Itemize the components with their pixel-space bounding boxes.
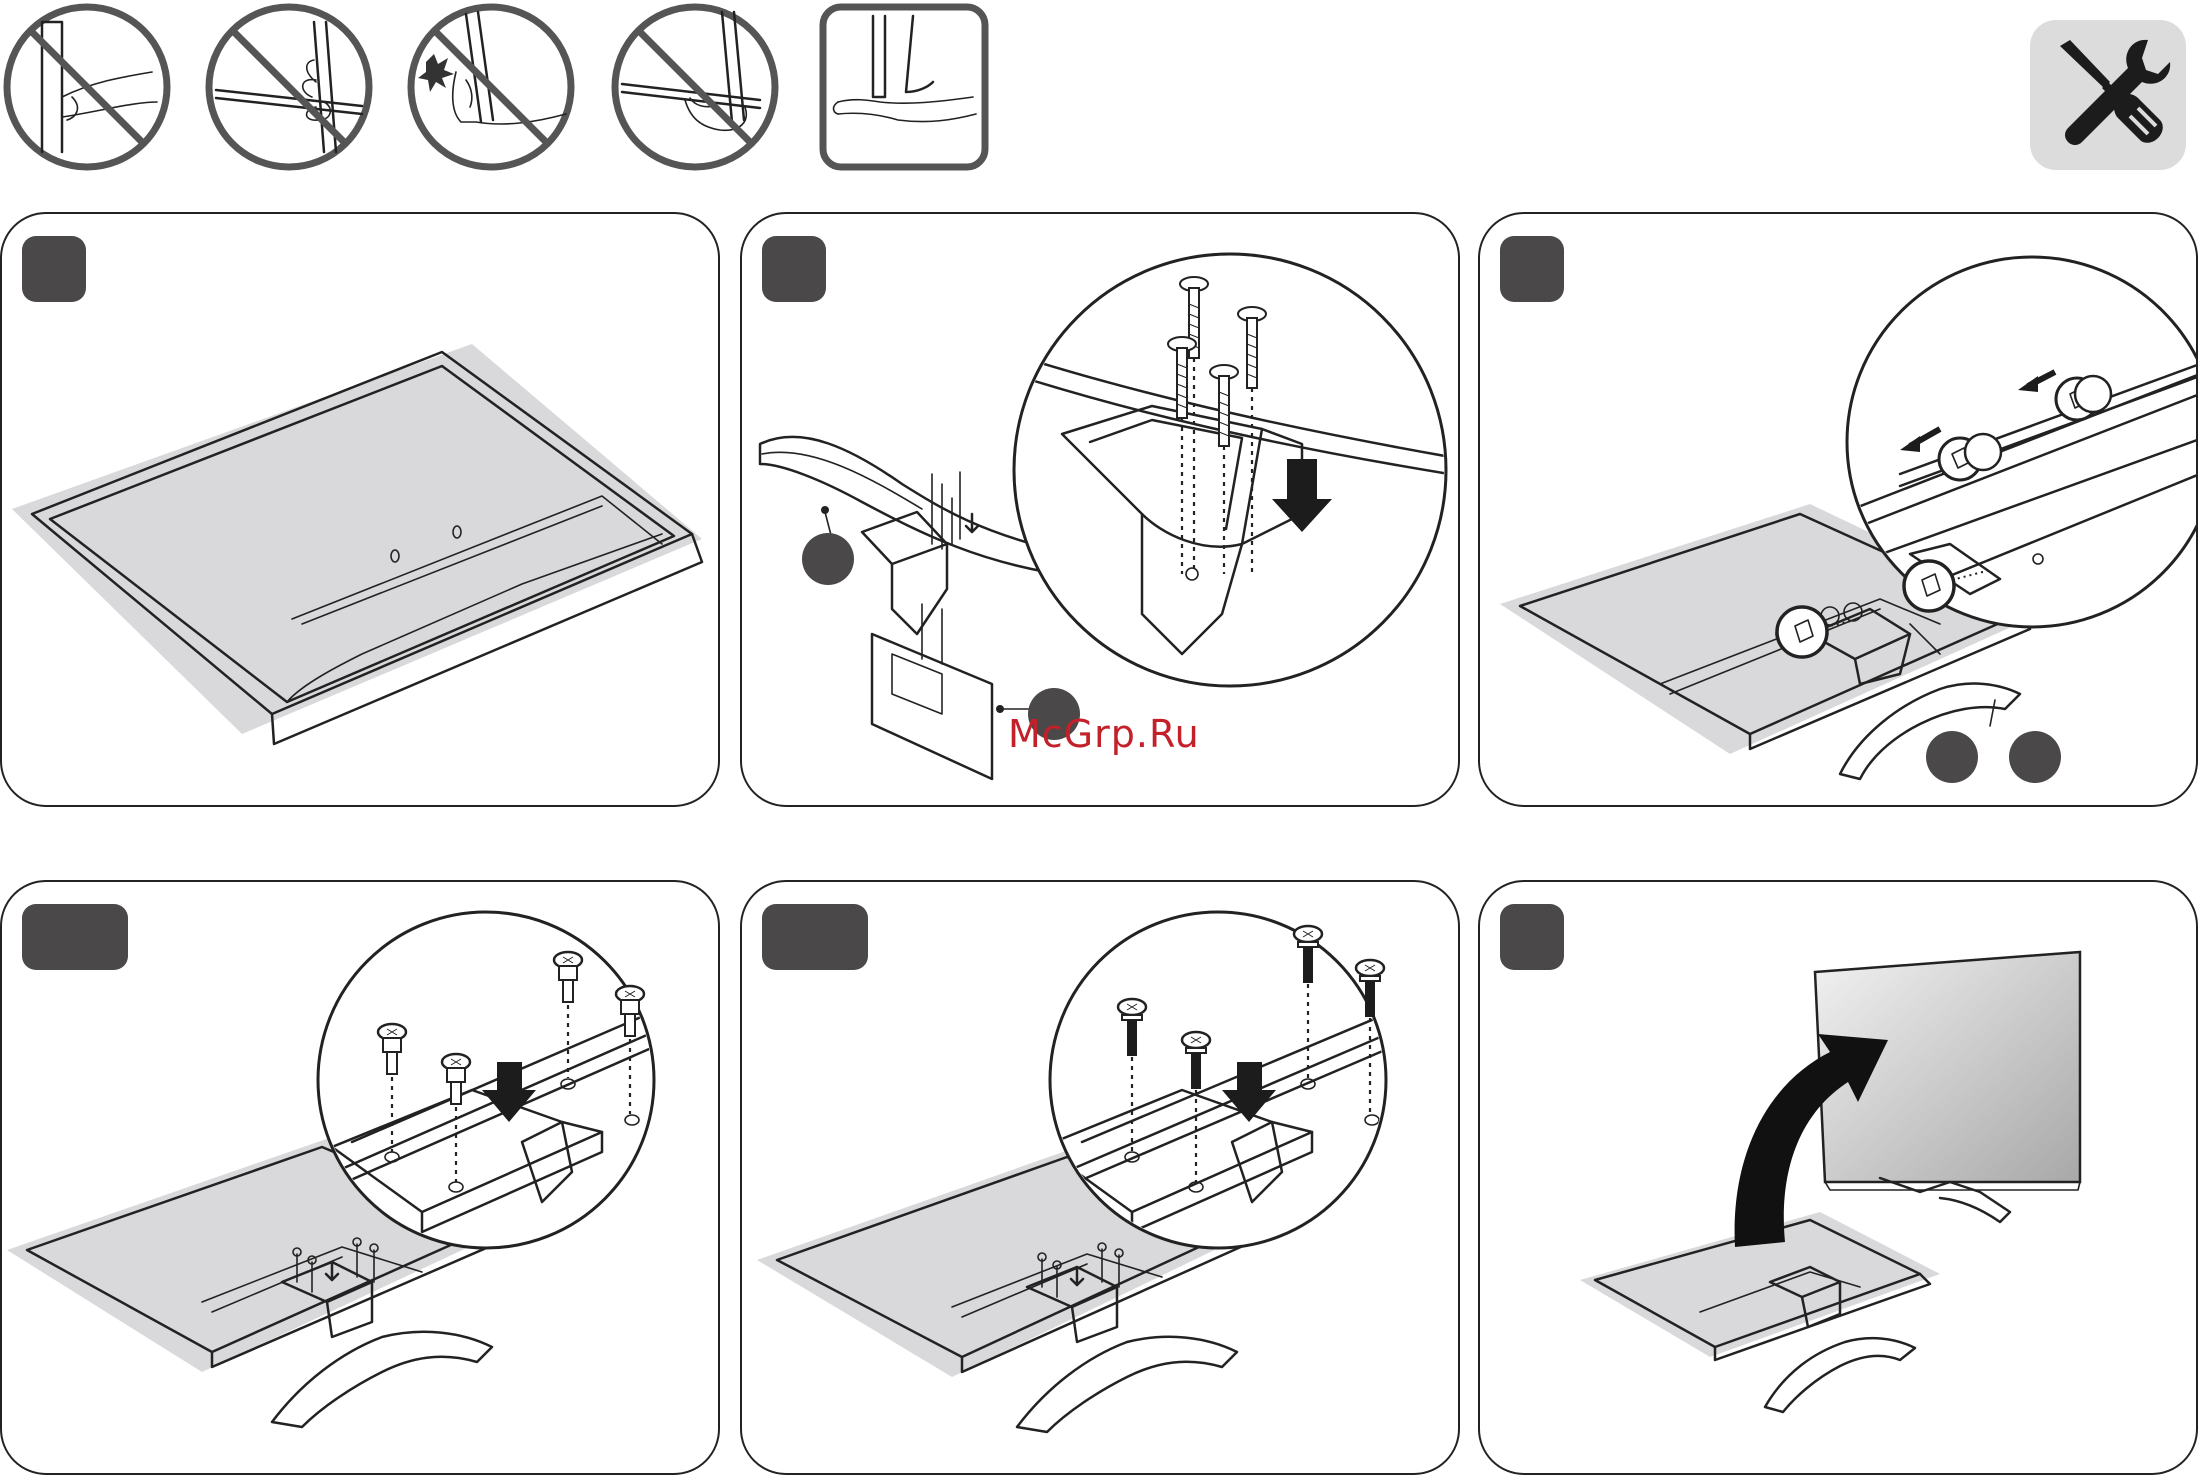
tool-tile: [2030, 20, 2186, 170]
prohibited-lift-bottom-icon: [610, 2, 780, 172]
fasten-screws-illustration-a: [2, 882, 720, 1475]
correct-hold-icon: [818, 2, 990, 172]
screwdriver-wrench-icon: [2030, 20, 2186, 170]
step-panel-1: [0, 212, 720, 807]
warning-icons-row: [0, 0, 1010, 180]
slide-stand-illustration: [1480, 214, 2198, 807]
tv-face-down-illustration: [2, 214, 720, 807]
lift-tv-upright-illustration: [1480, 882, 2198, 1475]
step-panel-5: [740, 880, 1460, 1475]
step-panel-3: [1478, 212, 2198, 807]
callout-dot: [802, 533, 854, 585]
watermark-text: McGrp.Ru: [1008, 712, 1200, 756]
step-panel-6: [1478, 880, 2198, 1475]
prohibited-hold-corner-icon: [2, 2, 172, 172]
step-panel-2: McGrp.Ru: [740, 212, 1460, 807]
step-panel-4: [0, 880, 720, 1475]
prohibited-grip-edge-icon: [204, 2, 374, 172]
prohibited-press-screen-icon: [406, 2, 576, 172]
fasten-screws-illustration-b: [742, 882, 1460, 1475]
